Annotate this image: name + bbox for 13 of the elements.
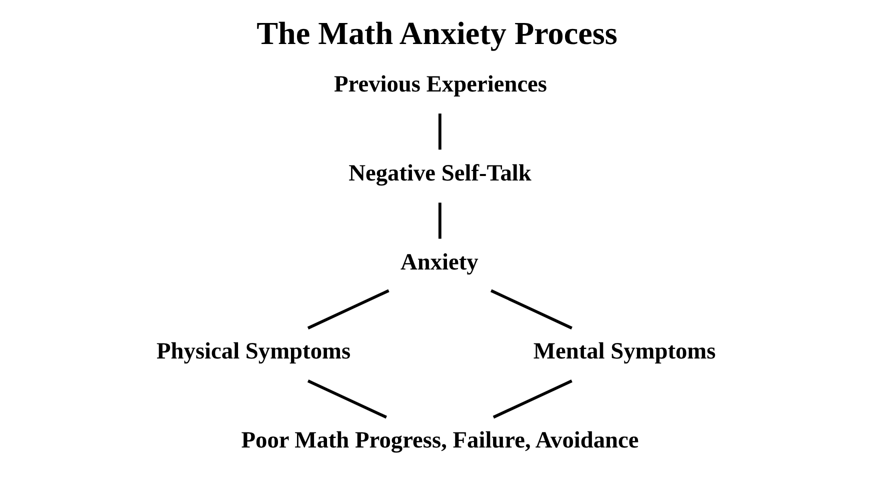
node-text: Previous Experiences — [334, 71, 548, 98]
node-text: Mental Symptoms — [533, 338, 716, 365]
node-text: Anxiety — [400, 249, 478, 276]
diagram-title: The Math Anxiety Process — [256, 15, 618, 52]
connector — [307, 289, 390, 330]
node-text: Physical Symptoms — [156, 338, 351, 365]
connector — [492, 380, 572, 419]
connector — [307, 380, 387, 419]
connector — [438, 202, 442, 239]
connector — [490, 289, 572, 330]
node-text: Negative Self-Talk — [348, 160, 532, 186]
connector — [438, 114, 442, 150]
node-text: Poor Math Progress, Failure, Avoidance — [241, 428, 639, 454]
